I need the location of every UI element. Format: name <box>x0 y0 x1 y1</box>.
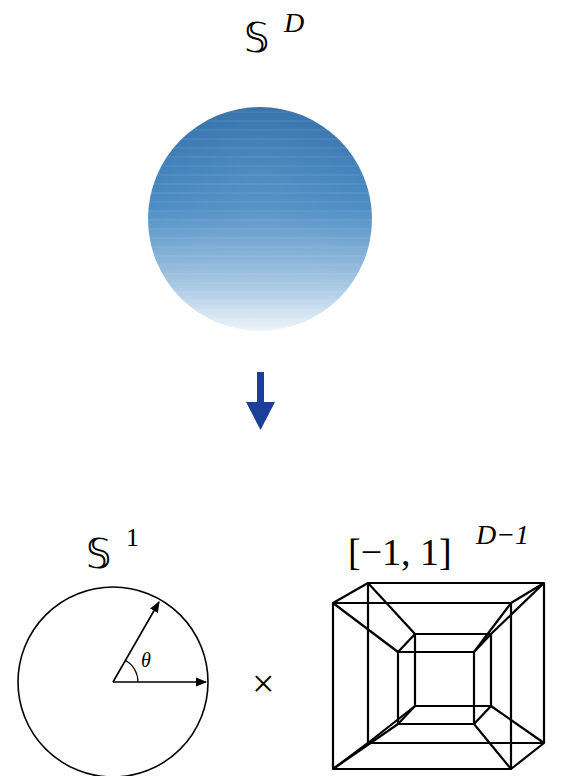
sphere <box>140 107 380 331</box>
circle-figure <box>18 587 208 776</box>
space-symbol: 𝕊 <box>244 14 269 62</box>
superscript: D <box>284 6 304 40</box>
space-symbol: 𝕊 <box>86 530 111 578</box>
interval-label: [−1, 1] <box>348 530 452 576</box>
down-arrow <box>246 372 275 430</box>
superscript: D−1 <box>476 518 529 552</box>
product-sign: × <box>252 660 275 708</box>
angle-label: θ <box>141 648 151 672</box>
hypercube <box>333 583 544 769</box>
superscript: 1 <box>126 522 139 553</box>
